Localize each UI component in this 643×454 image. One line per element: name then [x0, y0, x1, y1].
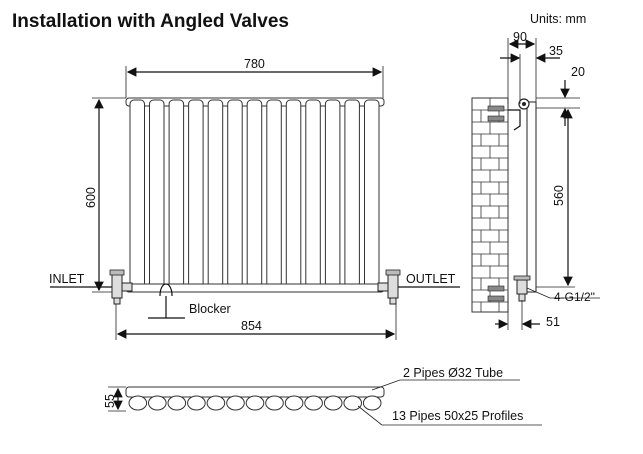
top-view-profile [148, 395, 167, 411]
outlet-label: OUTLET [406, 272, 456, 286]
front-profile-pipe [168, 99, 185, 291]
front-profile-pipe [344, 99, 360, 291]
dim-560-label: 560 [552, 185, 566, 206]
dim-20-label: 20 [571, 65, 585, 79]
top-view-profile [323, 395, 343, 411]
front-pipes [129, 99, 380, 291]
front-profile-pipe [305, 99, 321, 291]
tube-leader [371, 379, 401, 391]
front-profile-pipe [324, 99, 341, 291]
profile-callout-label: 13 Pipes 50x25 Profiles [392, 409, 523, 423]
tube-callout-label: 2 Pipes Ø32 Tube [403, 366, 503, 380]
radiator-side-profile [526, 101, 537, 293]
wall-anchors [487, 105, 505, 302]
front-profile-pipe [149, 99, 165, 291]
blocker-label: Blocker [189, 302, 231, 316]
dim-90-label: 90 [513, 30, 527, 44]
dim-35-label: 35 [549, 44, 563, 58]
front-profile-pipe [207, 99, 224, 291]
front-profile-pipe [364, 99, 380, 291]
inlet-valve [50, 269, 133, 305]
dim-600-label: 600 [84, 187, 98, 208]
top-view-profile [245, 395, 265, 411]
front-profile-pipe [246, 99, 263, 291]
top-view-profile [167, 395, 187, 411]
blocker [148, 283, 185, 319]
top-view-profile [187, 395, 206, 411]
top-view-profiles [128, 395, 382, 411]
outlet-valve [377, 269, 460, 305]
top-bracket [508, 109, 521, 131]
top-view-profile [128, 395, 148, 411]
front-profile-pipe [285, 99, 302, 291]
top-view-profile [304, 395, 323, 411]
front-view: 780 600 INLET OUTLET Blo [49, 57, 460, 340]
top-view: 55 2 Pipes Ø32 Tube 13 Pipes 50x25 Profi… [103, 366, 542, 426]
profile-leader [357, 405, 383, 426]
thread-leader [526, 287, 551, 299]
top-view-profile [265, 395, 284, 411]
dim-55-label: 55 [103, 394, 117, 408]
top-view-profile [284, 395, 304, 411]
front-profile-pipe [266, 99, 282, 291]
top-view-profile [362, 395, 382, 411]
thread-label: 4-G1/2" [554, 290, 595, 304]
dim-51-label: 51 [546, 315, 560, 329]
top-view-profile [343, 395, 363, 411]
front-profile-pipe [188, 99, 204, 291]
units-label: Units: mm [530, 12, 586, 26]
top-view-profile [206, 395, 226, 411]
side-valve [513, 275, 531, 302]
bottom-header-tube [125, 283, 385, 293]
dim-854-label: 854 [241, 319, 262, 333]
inlet-label: INLET [49, 272, 85, 286]
front-profile-pipe [227, 99, 243, 291]
front-profile-pipe [129, 99, 145, 291]
side-view: 90 35 20 560 4-G1/2" 51 [471, 30, 600, 330]
top-view-profile [226, 395, 245, 411]
dim-780-label: 780 [244, 57, 265, 71]
diagram-title: Installation with Angled Valves [12, 11, 289, 32]
